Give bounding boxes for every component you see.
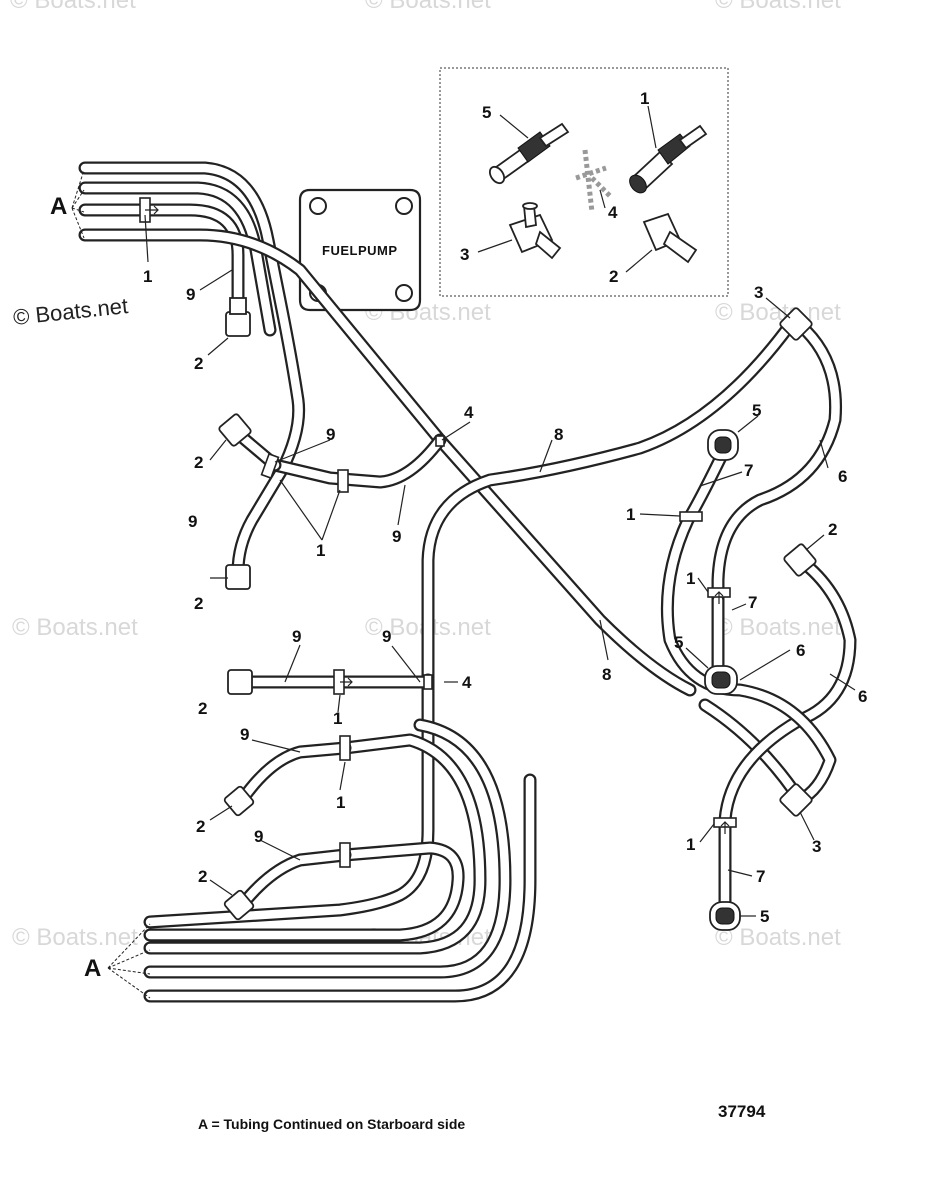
callout-9-mid-a: 9: [292, 627, 301, 646]
tee-4-mid: [423, 674, 433, 690]
tee-4-upper: [435, 435, 445, 447]
callout-1-right-c: 1: [686, 835, 695, 854]
fitting-2-right: [783, 543, 817, 577]
copyright-text: © Boats.net: [12, 293, 129, 330]
watermark-row4-left: © Boats.net: [12, 924, 138, 951]
clamp-y-a: [260, 452, 280, 480]
fitting-2-top: [225, 311, 251, 337]
callout-4-upper: 4: [464, 403, 474, 422]
callout-1-top: 1: [143, 267, 152, 286]
inset-callout-2: 2: [609, 267, 618, 286]
fuel-pump-label: FUELPUMP: [322, 243, 398, 258]
callout-9-y: 9: [326, 425, 335, 444]
callout-2-right: 2: [828, 520, 837, 539]
callout-labels: 1 9 2 2 9 9 1 9 2 4 8 9 9 2 1 4 9 2 1 9 …: [143, 267, 867, 926]
callout-7-lower: 7: [756, 867, 765, 886]
inset-fitting-5: [488, 122, 570, 185]
callout-1-mid: 1: [333, 709, 342, 728]
clamp-y-b: [337, 469, 349, 493]
callout-4-mid: 4: [462, 673, 472, 692]
callout-2-low-a: 2: [196, 817, 205, 836]
callout-6-upper: 6: [838, 467, 847, 486]
fitting-2-mid: [227, 669, 253, 695]
fitting-2-y-lower: [225, 564, 251, 590]
callout-9-low-b: 9: [254, 827, 263, 846]
callout-8-center: 8: [602, 665, 611, 684]
callout-9-y-low: 9: [188, 512, 197, 531]
callout-2-top: 2: [194, 354, 203, 373]
fitting-2-y-upper: [218, 413, 252, 447]
inset-callout-3: 3: [460, 245, 469, 264]
callout-7-upper: 7: [744, 461, 753, 480]
continuation-label-top: A: [50, 193, 67, 220]
clamp-low-a: [339, 735, 351, 761]
callout-6-mid: 6: [796, 641, 805, 660]
callout-8-upper: 8: [554, 425, 563, 444]
watermark-row3-left: © Boats.net: [12, 614, 138, 641]
diagram-number: 37794: [718, 1102, 766, 1121]
watermark-top-left: © Boats.net: [10, 0, 136, 14]
callout-9-y-right: 9: [392, 527, 401, 546]
inset-fitting-3: [508, 202, 562, 260]
callout-6-right: 6: [858, 687, 867, 706]
inset-callout-1: 1: [640, 89, 649, 108]
callout-2-low-b: 2: [198, 867, 207, 886]
callout-5-mid: 5: [674, 633, 683, 652]
fitting-2-low-b: [223, 889, 255, 921]
callout-1-y: 1: [316, 541, 325, 560]
main-fittings: [139, 197, 817, 931]
callout-2-mid: 2: [198, 699, 207, 718]
callout-1-right-b: 1: [686, 569, 695, 588]
inset-callout-4: 4: [608, 203, 618, 222]
clamp-low-b: [339, 842, 351, 868]
clamp-right-a: [679, 511, 703, 522]
callout-1-right-a: 1: [626, 505, 635, 524]
inset-border: [439, 67, 729, 297]
watermark-row2-right: © Boats.net: [715, 299, 841, 326]
inset-fitting-4: [575, 149, 612, 213]
callout-3-bottom-right: 3: [812, 837, 821, 856]
callout-3-top-right: 3: [754, 283, 763, 302]
inset-callout-5: 5: [482, 103, 491, 122]
callout-5-lower: 5: [760, 907, 769, 926]
callout-7-mid: 7: [748, 593, 757, 612]
watermark-row3-right: © Boats.net: [715, 614, 841, 641]
fitting-3-bottom-right: [779, 783, 813, 817]
watermark-top-center: © Boats.net: [365, 0, 491, 14]
fittings-inset: 5 1 4 3 2: [439, 67, 729, 297]
watermark-row4-right: © Boats.net: [715, 924, 841, 951]
callout-9-mid-b: 9: [382, 627, 391, 646]
callout-5-upper: 5: [752, 401, 761, 420]
callout-9-low-a: 9: [240, 725, 249, 744]
callout-2-y-lower: 2: [194, 594, 203, 613]
leader-lines: [144, 214, 856, 917]
continuation-label-bottom: A: [84, 955, 101, 982]
callout-1-low: 1: [336, 793, 345, 812]
fitting-2-low-a: [223, 785, 255, 817]
legend-note: A = Tubing Continued on Starboard side: [198, 1116, 466, 1132]
callout-2-y-upper: 2: [194, 453, 203, 472]
inset-fitting-1: [629, 124, 708, 194]
callout-9-top: 9: [186, 285, 195, 304]
watermark-top-right: © Boats.net: [715, 0, 841, 14]
inset-fitting-2: [642, 212, 698, 264]
